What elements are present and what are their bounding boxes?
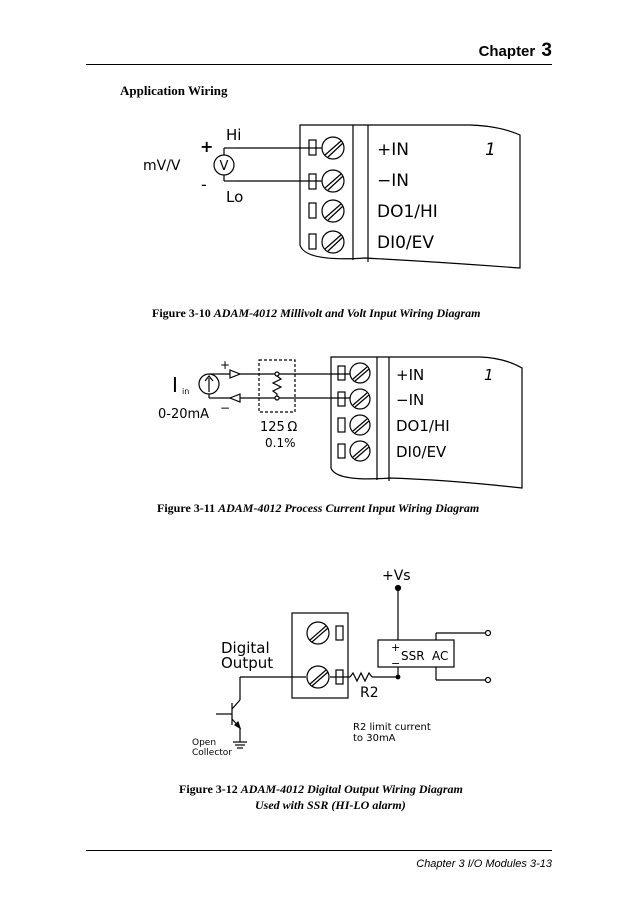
r2-note-line1: R2 limit current <box>353 722 431 733</box>
resistor-tolerance: 0.1% <box>265 436 296 450</box>
terminal-label-1: +IN <box>377 140 409 160</box>
fig11-caption-text: ADAM-4012 Process Current Input Wiring D… <box>218 501 480 515</box>
supply-label: +Vs <box>382 568 411 584</box>
lo-label: Lo <box>226 188 243 206</box>
ssr-plus: + <box>391 641 400 654</box>
figure-3-12-caption: Figure 3-12 ADAM-4012 Digital Output Wir… <box>179 782 463 797</box>
figure-3-10-diagram <box>213 124 521 269</box>
open-label: Open <box>192 738 216 748</box>
ssr-label: SSR <box>401 649 425 663</box>
fig10-caption-label: Figure 3-10 <box>152 306 211 320</box>
figure-3-11-labels: I in 0-20mA + − 125 Ω 0.1% +IN −IN DO1/H… <box>158 358 494 461</box>
plus-sign: + <box>220 358 230 372</box>
digital-label: Digital <box>221 639 270 657</box>
chapter-header: Chapter 3 <box>479 40 552 62</box>
figure-3-12-labels: +Vs Digital Output + − SSR AC R2 R2 limi… <box>192 568 448 758</box>
pin-number: 1 <box>484 366 494 384</box>
pin-number: 1 <box>485 140 496 160</box>
figure-3-12-diagram <box>216 584 492 749</box>
header-rule <box>86 64 552 65</box>
hi-label: Hi <box>226 126 241 144</box>
fig12-terminal-1 <box>306 621 344 645</box>
collector-label: Collector <box>192 748 232 758</box>
page-footer: Chapter 3 I/O Modules 3-13 <box>416 858 552 870</box>
fig12-caption-text: ADAM-4012 Digital Output Wiring Diagram <box>240 782 463 796</box>
fig12-caption-label: Figure 3-12 <box>179 782 238 796</box>
fig11-terminal-4 <box>337 440 371 462</box>
plus-sign: + <box>200 137 213 156</box>
voltmeter-symbol <box>213 154 235 176</box>
terminal-label-4: DI0/EV <box>377 233 434 253</box>
chapter-word: Chapter <box>478 43 536 60</box>
current-range: 0-20mA <box>158 407 209 422</box>
ssr-minus: − <box>391 657 400 670</box>
figure-3-10-labels: V mV/V + - Hi Lo +IN −IN DO1/HI DI0/EV 1 <box>143 126 496 253</box>
resistor-value: 125 Ω <box>260 420 297 435</box>
terminal-label-3: DO1/HI <box>377 202 438 222</box>
current-symbol: I <box>172 373 178 397</box>
source-label: mV/V <box>143 158 181 174</box>
figure-3-11-diagram <box>198 356 523 489</box>
fig11-terminal-3 <box>337 414 371 436</box>
chapter-number: 3 <box>541 40 552 61</box>
meter-letter: V <box>220 159 229 174</box>
fig11-terminal-2 <box>337 388 371 410</box>
ac-label: AC <box>432 649 448 663</box>
fig10-terminal-4 <box>308 230 345 254</box>
output-label: Output <box>221 654 273 672</box>
r2-note-line2: to 30mA <box>353 733 396 744</box>
current-subscript: in <box>182 387 189 396</box>
figure-3-11-caption: Figure 3-11 ADAM-4012 Process Current In… <box>157 501 479 516</box>
fig10-caption-text: ADAM-4012 Millivolt and Volt Input Wirin… <box>213 306 481 320</box>
terminal-label-1: +IN <box>396 366 424 384</box>
terminal-label-4: DI0/EV <box>396 443 447 461</box>
minus-sign: − <box>220 401 230 415</box>
minus-sign: - <box>201 175 207 194</box>
section-title: Application Wiring <box>120 83 228 98</box>
r2-label: R2 <box>360 685 379 701</box>
figure-3-10-caption: Figure 3-10 ADAM-4012 Millivolt and Volt… <box>152 306 481 321</box>
terminal-label-3: DO1/HI <box>396 417 450 435</box>
footer-rule <box>86 850 552 851</box>
fig10-terminal-3 <box>308 199 345 223</box>
fig12-caption-line2: Used with SSR (HI-LO alarm) <box>255 798 406 812</box>
figure-3-12-caption-line2: Used with SSR (HI-LO alarm) <box>255 798 406 813</box>
terminal-label-2: −IN <box>396 391 424 409</box>
terminal-label-2: −IN <box>377 171 409 191</box>
fig11-caption-label: Figure 3-11 <box>157 501 216 515</box>
fig11-terminal-1 <box>337 362 371 384</box>
